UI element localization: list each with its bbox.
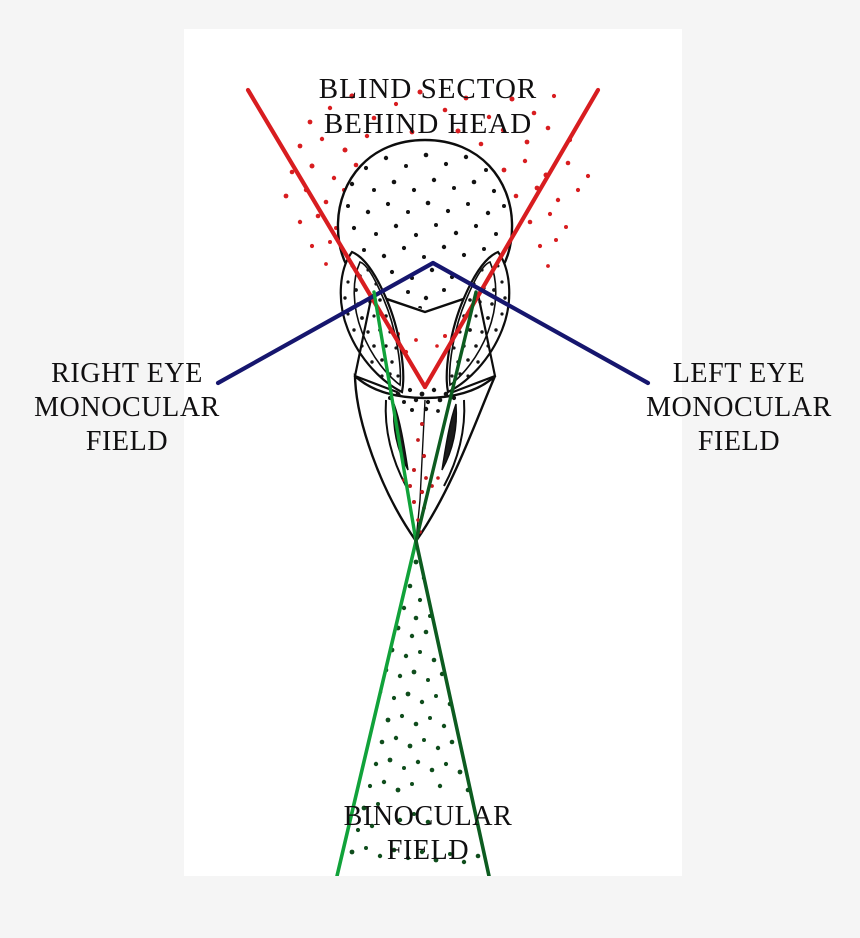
label-blind-sector-behind-head: BLIND SECTOR BEHIND HEAD bbox=[318, 73, 538, 141]
blind-sector-ray-right bbox=[422, 87, 601, 390]
skull-stipple bbox=[346, 152, 506, 310]
label-left-eye-monocular-field: LEFT EYE MONOCULAR FIELD bbox=[646, 358, 832, 458]
monocular-field-rays bbox=[215, 260, 651, 386]
binocular-ray-right-upper bbox=[414, 290, 478, 543]
binocular-ray-right-lower bbox=[414, 539, 491, 876]
label-binocular-field: BINOCULAR FIELD bbox=[343, 801, 513, 867]
blind-sector-stipple bbox=[283, 89, 591, 357]
binocular-ray-left-lower bbox=[335, 539, 418, 876]
skull-outline bbox=[336, 138, 514, 314]
beak-base-stipple bbox=[388, 387, 457, 413]
binocular-field-rays bbox=[335, 290, 491, 876]
beak-inner-left bbox=[384, 399, 407, 487]
left-eye-monocular-ray bbox=[430, 260, 651, 386]
right-eye-structure bbox=[339, 250, 405, 394]
label-right-eye-monocular-field: RIGHT EYE MONOCULAR FIELD bbox=[34, 358, 220, 458]
blind-sector-rays bbox=[245, 87, 601, 390]
beak-inner-right bbox=[443, 399, 466, 487]
binocular-ray-left-upper bbox=[372, 290, 418, 543]
right-eye-monocular-ray bbox=[215, 260, 436, 386]
nostril-right bbox=[441, 403, 458, 471]
blind-sector-ray-left bbox=[245, 87, 428, 390]
beak-ridge bbox=[415, 399, 426, 542]
beak-outline bbox=[353, 373, 497, 544]
